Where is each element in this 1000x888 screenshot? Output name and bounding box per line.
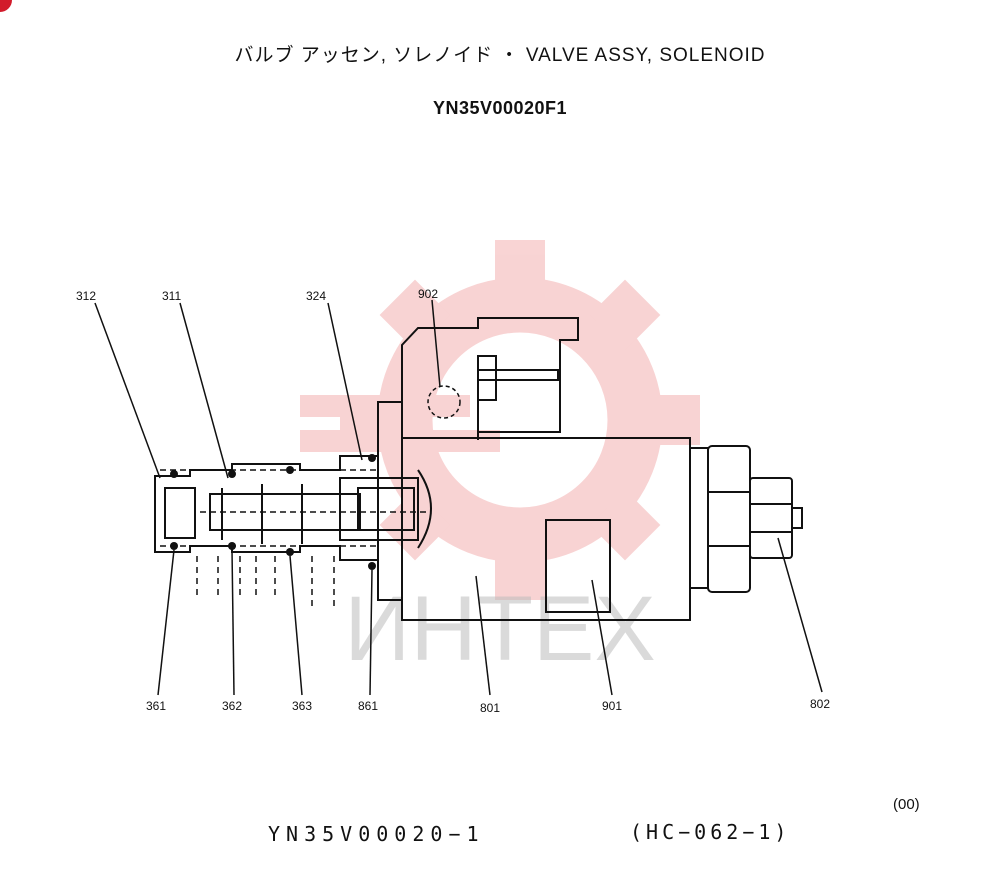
revision-label: (00) <box>893 796 920 813</box>
callout-902: 902 <box>418 287 438 301</box>
screw-902-icon <box>427 385 461 419</box>
callout-324: 324 <box>306 289 326 303</box>
cartridge-assembly <box>154 454 432 608</box>
part-number: YN35V00020F1 <box>432 98 568 118</box>
callout-311: 311 <box>162 289 181 303</box>
callout-361: 361 <box>146 699 166 713</box>
callout-901: 901 <box>602 699 622 713</box>
leader-lines <box>94 299 823 696</box>
callout-801: 801 <box>480 701 500 715</box>
page-title: バルブ アッセン, ソレノイド ・ VALVE ASSY, SOLENOID <box>234 45 766 66</box>
reference-code: (HC−062−1) <box>630 820 791 844</box>
drawing-number: YN35V00020−1 <box>268 822 485 846</box>
callout-861: 861 <box>358 699 378 713</box>
callout-802: 802 <box>810 697 830 711</box>
callout-312: 312 <box>76 289 96 303</box>
callout-363: 363 <box>292 699 312 713</box>
callout-362: 362 <box>222 699 242 713</box>
watermark-text: ИНТЕХ <box>344 578 656 680</box>
